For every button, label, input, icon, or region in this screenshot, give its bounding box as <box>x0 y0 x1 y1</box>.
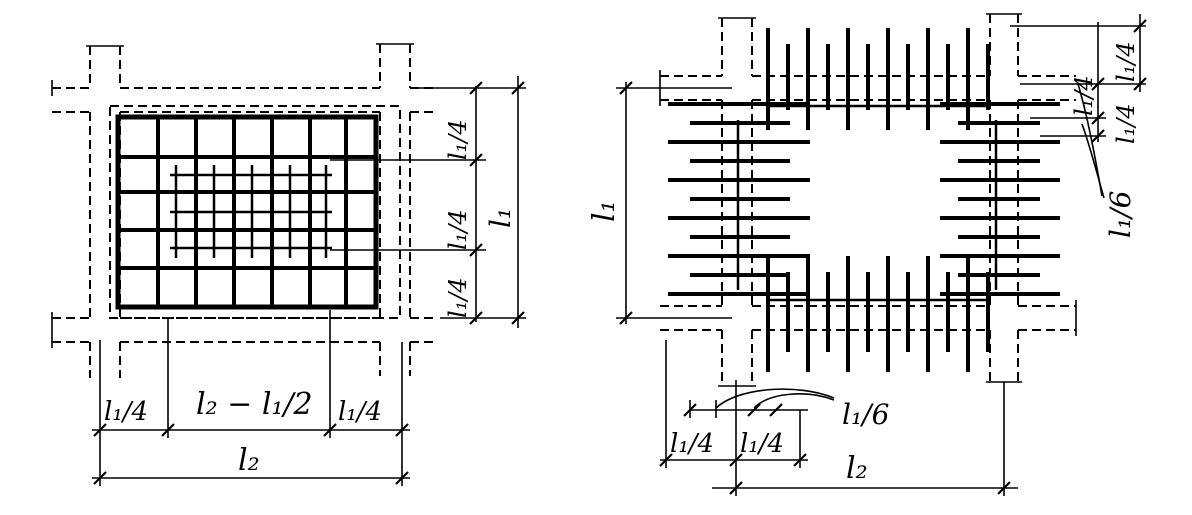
right-dim-left-total: l₁ <box>587 200 622 222</box>
right-slab-plan: l₁ l₁/4 l₁/4 l₁/4 l₁/6 l₁/4 l₁/4 l₁/6 l₂ <box>587 13 1147 496</box>
right-support-bars <box>668 28 1060 372</box>
right-dim-top-right-2: l₁/4 <box>1070 75 1098 116</box>
left-slab-plan: l₁/4 l₂ − l₁/2 l₁/4 l₂ l₁/4 l₁/4 l₁/4 l₁ <box>51 43 526 486</box>
left-beam-outline <box>51 43 436 378</box>
right-dim-bottom-1: l₁/4 <box>670 429 714 459</box>
right-dim-callout-bottom: l₁/6 <box>842 398 889 431</box>
left-dim-right-top: l₁/4 <box>444 119 472 160</box>
right-dim-bottom-total: l₂ <box>846 451 868 486</box>
left-fine-mesh <box>170 165 332 258</box>
left-dim-right-mid: l₁/4 <box>444 209 472 250</box>
right-dim-top-right-1: l₁/4 <box>1112 41 1140 82</box>
left-dim-bottom-left: l₁/4 <box>104 397 148 427</box>
left-dim-bottom-right: l₁/4 <box>338 397 382 427</box>
left-dim-bottom-total: l₂ <box>238 443 260 478</box>
right-dim-callout-right: l₁/6 <box>1104 191 1137 238</box>
left-dim-bottom-mid: l₂ − l₁/2 <box>196 387 313 422</box>
left-dim-right-total: l₁ <box>484 208 517 228</box>
right-dim-top-right-3: l₁/4 <box>1112 103 1140 144</box>
right-dim-bottom-2: l₁/4 <box>740 429 784 459</box>
right-dimension-lines <box>616 14 1147 496</box>
left-dimension-lines <box>92 76 526 486</box>
left-dim-right-bottom: l₁/4 <box>444 277 472 318</box>
